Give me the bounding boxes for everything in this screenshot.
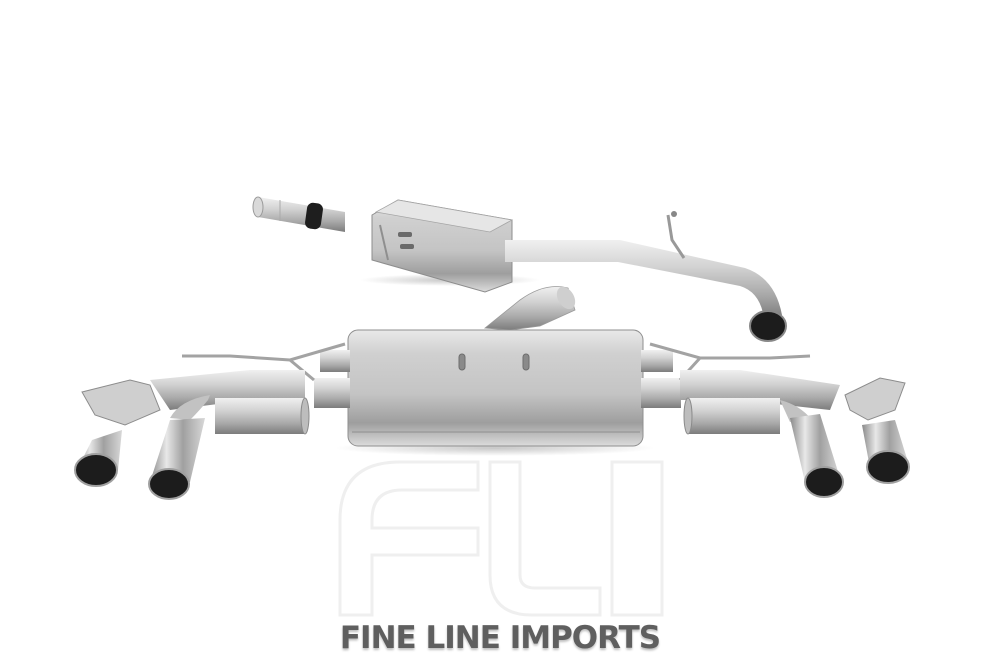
- rear-silencer-inlet: [483, 286, 576, 331]
- right-tailpipe-assembly: [680, 370, 910, 498]
- rear-silencer: [314, 329, 681, 447]
- hanger-rods: [182, 342, 811, 382]
- watermark-logo: [338, 460, 664, 617]
- brand-watermark-text: FINE LINE IMPORTS: [339, 620, 661, 656]
- centre-section-pipe: [252, 196, 787, 342]
- left-tailpipe-assembly: [74, 370, 310, 500]
